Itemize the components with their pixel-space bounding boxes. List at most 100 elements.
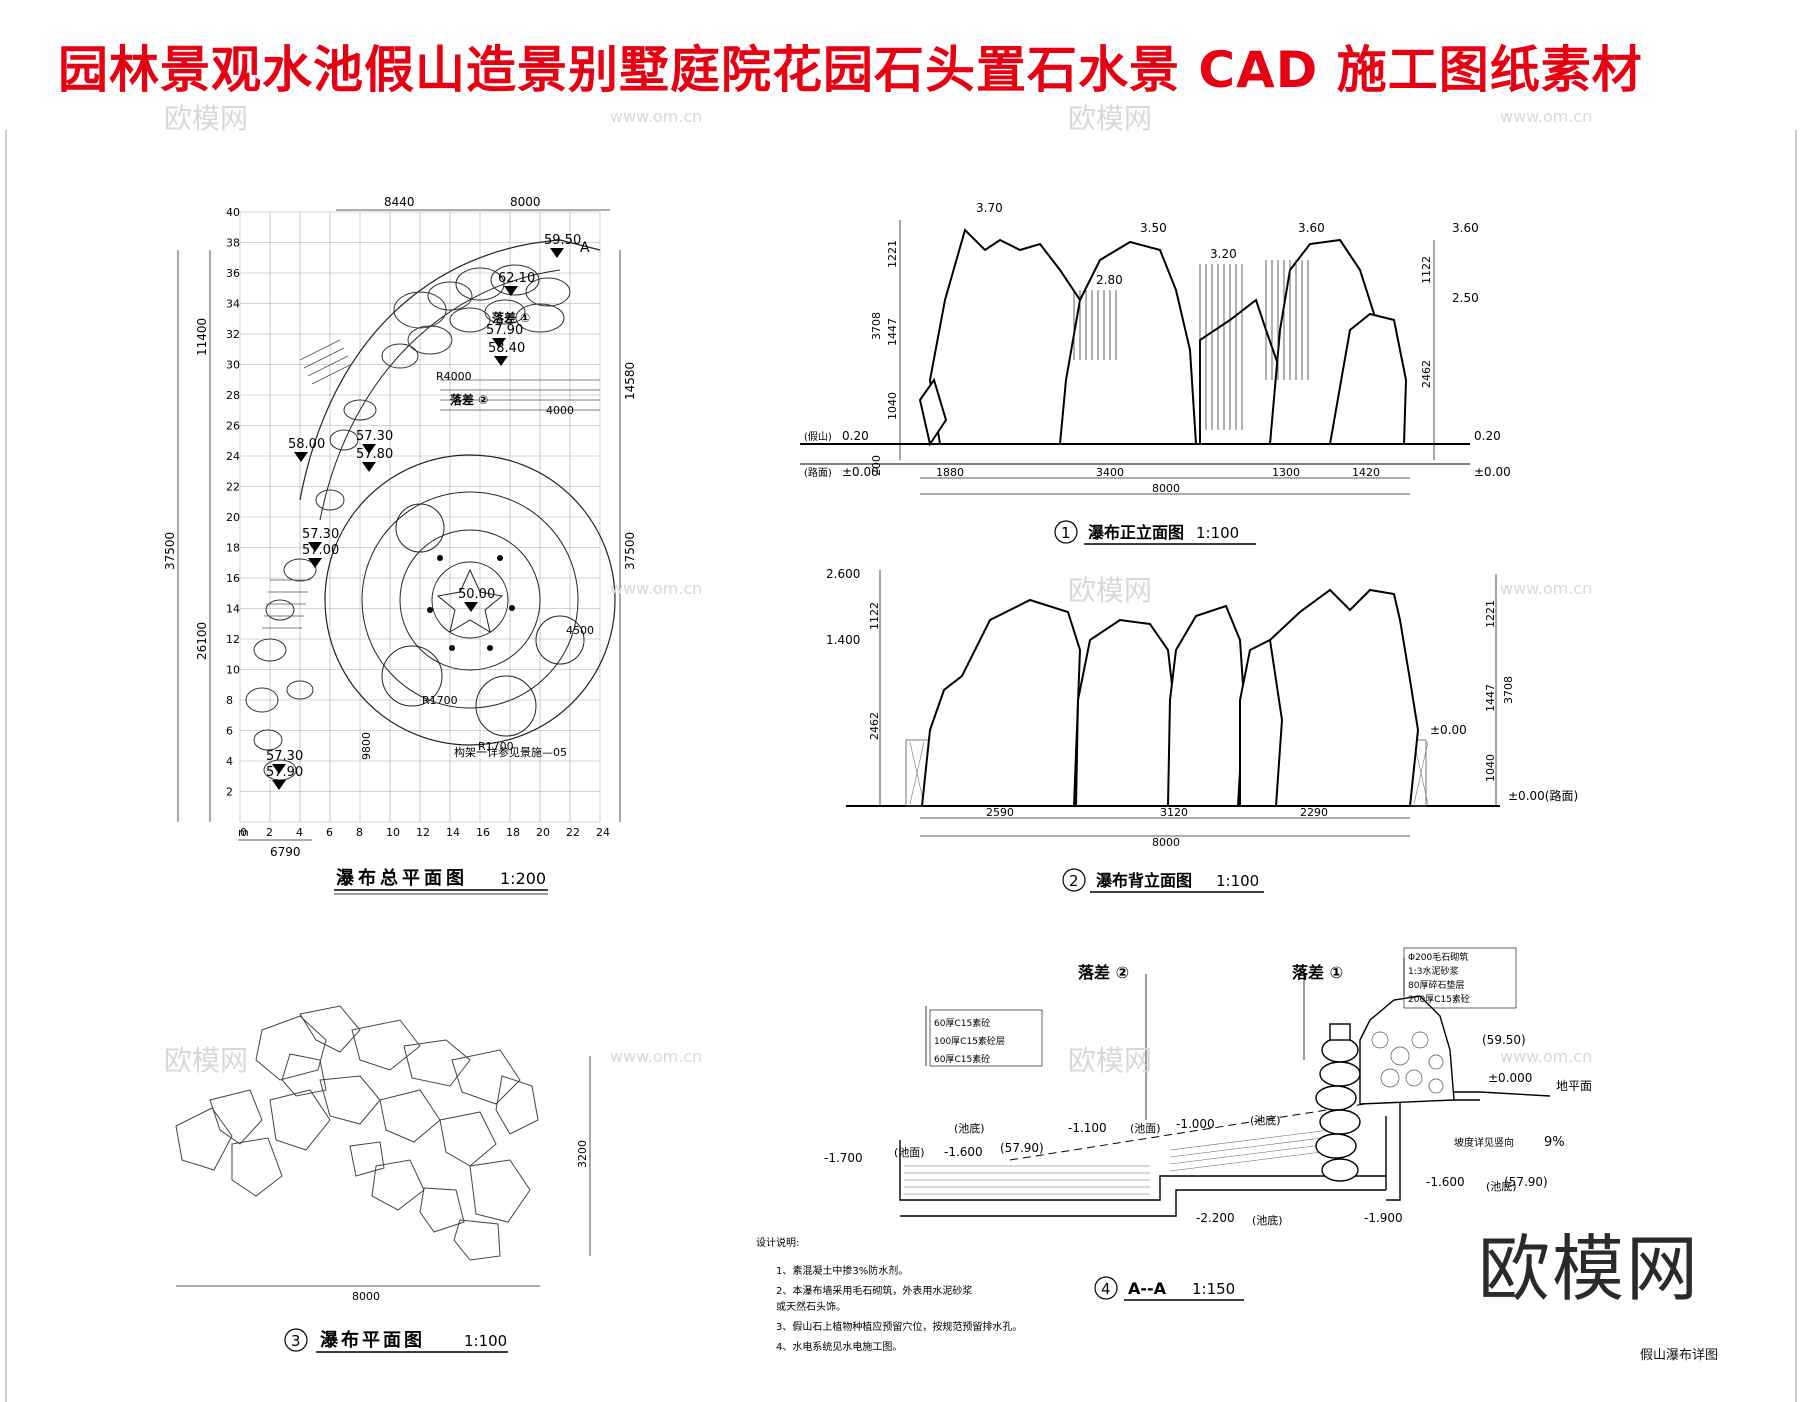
note-4: 3、假山石上植物种植应预留穴位，按规范预留排水孔。 [776,1320,1022,1333]
watermark-url-2: www.om.cn [1500,107,1592,126]
front-h-6: 2.50 [1452,291,1479,305]
plan-dim-top-1: 8440 [384,195,415,209]
back-dim-total: 8000 [1152,836,1180,849]
plan-label-r1700b: R1700 [478,740,514,753]
back-hatch-line [909,741,925,805]
plan-dim-right-2: 37500 [623,532,637,570]
sec-tag-5: (池底) [1486,1179,1517,1193]
sec-elev-8: -1.900 [1364,1211,1403,1225]
section-slope: 9% [1544,1135,1565,1150]
tree-pit-left [381,645,443,707]
plan-xtick: 22 [566,826,580,839]
section-water-line [1169,1136,1331,1158]
front-dim-2: 1300 [1272,466,1300,479]
plan-xtick: 8 [356,826,363,839]
back-side-l1: 2462 [868,712,881,740]
sec-tag-2: (池底) [1250,1113,1281,1127]
front-number: 1 [1061,524,1071,542]
watermark-logo-3: 欧模网 [1068,574,1152,607]
plan-labels: 落差 ① 落差 ② R4000 4000 R1700 R1700 9800 45… [360,240,594,760]
front-side-l0: 1221 [886,240,899,268]
section-rubble [1371,1031,1444,1094]
back-side-r3: 1040 [1484,754,1497,782]
front-title: 瀑布正立面图 [1088,523,1184,542]
front-elevation: 3.70 3.50 3.20 3.60 2.80 3.60 2.50 0.20 … [800,201,1511,545]
plan-title: 瀑布总平面图 [336,867,468,889]
watermark-logo-1: 欧模网 [164,102,248,135]
plan-ytick: 28 [226,389,240,402]
plan-label-r4000: R4000 [436,370,472,383]
plan-ytick: 34 [226,298,240,311]
front-tag-rock: (假山) [804,430,832,443]
section-stone-stack [1315,995,1455,1182]
back-level-0: 2.600 [826,567,860,581]
section-layers-left: 60厚C15素砼 100厚C15素砼层 60厚C15素砼 [929,1009,1043,1067]
section-title: A--A [1128,1279,1167,1298]
plan-xtick: 4 [296,826,303,839]
plan-drop-2: 落差 ② [450,392,488,407]
plan-label-r1700a: R1700 [422,694,458,707]
sec-elev-4: (57.90) [1000,1141,1044,1155]
section-water-line [1169,1143,1331,1165]
plan-ytick: 38 [226,237,240,250]
section-number-circle [1094,1276,1118,1300]
plan-label-9800: 9800 [360,732,373,760]
page-title: 园林景观水池假山造景别墅庭院花园石头置石水景 CAD 施工图纸素材 [58,41,1643,99]
back-rocks [920,588,1420,807]
plan-dim-left-1: 11400 [195,318,209,356]
plan-scale: 1:200 [500,869,546,888]
plan-elevation-marker [494,356,508,366]
stone-dim-w: 8000 [352,1290,380,1303]
notes-title: 设计说明: [756,1236,799,1249]
plan-elevation-marker [308,558,322,568]
plan-label-4000: 4000 [546,404,574,417]
section-ground: 地平面 [1556,1079,1592,1093]
sheet-caption: 假山瀑布详图 [1640,1348,1719,1363]
front-side-r1: 2462 [1420,360,1433,388]
front-dims: 1880 3400 1300 1420 8000 [936,466,1380,495]
section-number: 4 [1101,1280,1111,1298]
watermark-url-5: www.om.cn [610,1047,702,1066]
back-dims: 2590 3120 2290 8000 [986,806,1328,849]
note-1: 1、素混凝土中掺3%防水剂。 [776,1264,908,1277]
back-title: 瀑布背立面图 [1096,871,1192,890]
watermarks: 欧模网 欧模网 欧模网 欧模网 欧模网 [164,102,1152,1077]
plan-path-curve [319,269,561,521]
front-dim-3: 1420 [1352,466,1380,479]
section-a-a: 落差 ② 落差 ① 60厚C15素砼 100厚C15素砼层 60厚C15素砼 Φ… [824,947,1592,1301]
brand-watermark: 欧模网 [1478,1227,1701,1311]
plan-xtick: 10 [386,826,400,839]
back-dim-2: 2290 [1300,806,1328,819]
plan-drop-1: 落差 ① [492,310,530,325]
plan-xtick: 20 [536,826,550,839]
front-h-3: 3.60 [1298,221,1325,235]
plan-dim-lines [177,209,621,841]
watermark-logo-4: 欧模网 [1068,1044,1152,1077]
front-rocks [918,228,1408,447]
plan-elevation: 57.90 [486,323,523,338]
plan-section-mark-a: A [580,240,590,256]
plan-label-4500: 4500 [566,624,594,637]
plan-xtick: 18 [506,826,520,839]
plan-elevation: 57.30 [356,429,393,444]
plan-xtick: 6 [326,826,333,839]
plan-elevation: 57.00 [302,543,339,558]
plan-ytick: 16 [226,572,240,585]
front-level-right: 0.20 [1474,429,1501,443]
plaza-column-dots [427,555,515,651]
front-scale: 1:100 [1196,524,1239,542]
section-water-line [1169,1150,1331,1172]
stone-title: 瀑布平面图 [320,1329,425,1351]
back-dim-0: 2590 [986,806,1014,819]
back-side-l0: 1122 [868,602,881,630]
watermark-logo-5: 欧模网 [164,1044,248,1077]
front-dim-total: 8000 [1152,482,1180,495]
front-side-l1: 3708 [870,312,883,340]
plaza-ring-2 [361,491,579,709]
sec-elev-5: -1.100 [1068,1121,1107,1135]
plan-ytick: 32 [226,328,240,341]
plan-xtick: 0 [240,826,247,839]
section-structure [899,1091,1551,1217]
